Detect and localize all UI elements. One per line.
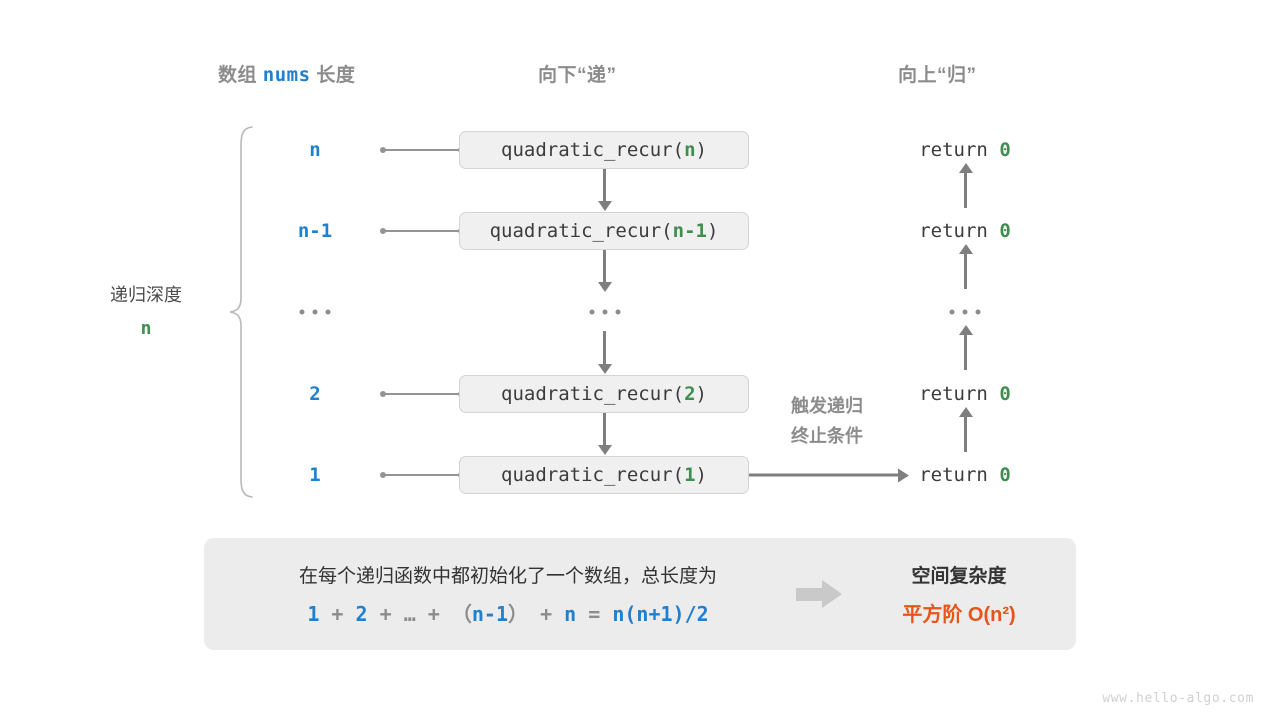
call-box-row-5[interactable]: quadratic_recur(1) — [459, 456, 749, 494]
connector-dot-left-row-2 — [380, 228, 386, 234]
call-text-prefix-row-1: quadratic_recur( — [501, 139, 685, 161]
call-arg-row-2: n-1 — [672, 220, 707, 242]
call-text-prefix-row-5: quadratic_recur( — [501, 464, 685, 486]
up-arrow-4-to-ellipsis — [964, 334, 967, 370]
connector-row-5 — [382, 474, 462, 476]
return-value-row-2: 0 — [999, 220, 1011, 242]
array-length-row-1: n — [309, 139, 321, 161]
call-box-row-2[interactable]: quadratic_recur(n-1) — [459, 212, 749, 250]
recursion-depth-value: n — [140, 318, 152, 339]
summary-description: 在每个递归函数中都初始化了一个数组，总长度为 — [298, 566, 717, 587]
return-value-row-4: 0 — [999, 383, 1011, 405]
return-row-2: return 0 — [885, 220, 1045, 242]
array-length-row-2: n-1 — [297, 220, 333, 242]
formula-term-4: n — [564, 602, 577, 626]
summary-panel: 在每个递归函数中都初始化了一个数组，总长度为 1 + 2 + … + （n-1）… — [204, 538, 1076, 650]
call-text-suffix-row-2: ) — [706, 220, 719, 242]
up-arrow-5-to-4 — [964, 416, 967, 452]
formula-op-4: + — [540, 602, 553, 626]
call-text-suffix-row-4: ) — [695, 383, 707, 405]
call-arg-row-5: 1 — [684, 464, 696, 486]
up-arrow-ellipsis-to-2 — [964, 253, 967, 289]
column-header-return-up: 向上“归” — [898, 65, 977, 86]
return-value-row-5: 0 — [999, 464, 1011, 486]
down-arrow-1-to-2 — [603, 169, 606, 202]
depth-brace — [228, 126, 254, 503]
down-arrow-2-to-ellipsis — [603, 250, 606, 283]
array-length-ellipsis — [299, 309, 331, 315]
space-complexity-title: 空间复杂度 — [911, 566, 1007, 587]
connector-dot-left-row-5 — [380, 472, 386, 478]
formula-equals: = — [588, 602, 601, 626]
summary-right-block: 空间复杂度 平方阶 O(n²) — [842, 561, 1076, 627]
return-keyword-row-4: return — [919, 383, 1000, 405]
down-arrow-ellipsis-to-4 — [603, 331, 606, 365]
call-text-prefix-row-4: quadratic_recur( — [501, 383, 685, 405]
formula-op-2: + — [379, 602, 392, 626]
call-arg-row-4: 2 — [684, 383, 696, 405]
return-keyword-row-2: return — [919, 220, 1000, 242]
trigger-termination-note: 触发递归 终止条件 — [757, 392, 897, 451]
formula-right-paren: ） — [508, 602, 529, 626]
header-array-prefix: 数组 — [218, 65, 258, 86]
array-length-row-4: 2 — [309, 383, 321, 405]
formula-op-1: + — [331, 602, 344, 626]
connector-row-1 — [382, 149, 462, 151]
formula-left-paren: （ — [451, 602, 472, 626]
formula-ellipsis: … — [403, 602, 416, 626]
connector-row-4 — [382, 393, 462, 395]
down-arrow-4-to-5 — [603, 413, 606, 446]
column-header-array-length: 数组 nums 长度 — [218, 60, 355, 87]
call-text-suffix-row-1: ) — [695, 139, 707, 161]
array-length-row-5: 1 — [309, 464, 321, 486]
column-header-recurse-down: 向下“递” — [538, 65, 617, 86]
formula-result: n(n+1)/2 — [612, 602, 709, 626]
base-case-arrow — [749, 473, 899, 477]
call-text-suffix-row-5: ) — [695, 464, 707, 486]
summary-formula: 1 + 2 + … + （n-1） + n = n(n+1)/2 — [307, 598, 708, 627]
implies-arrow-icon — [796, 580, 842, 608]
formula-op-3: + — [427, 602, 440, 626]
recursion-depth-label: 递归深度 — [110, 285, 182, 305]
connector-dot-left-row-1 — [380, 147, 386, 153]
connector-row-2 — [382, 230, 462, 232]
trigger-note-line-2: 终止条件 — [791, 425, 863, 446]
return-row-1: return 0 — [885, 139, 1045, 161]
formula-term-1: 1 — [307, 602, 320, 626]
call-box-row-4[interactable]: quadratic_recur(2) — [459, 375, 749, 413]
call-box-row-1[interactable]: quadratic_recur(n) — [459, 131, 749, 169]
call-box-ellipsis — [589, 309, 621, 315]
header-array-code: nums — [262, 64, 311, 86]
return-value-row-1: 0 — [999, 139, 1011, 161]
up-arrow-2-to-1 — [964, 172, 967, 208]
return-keyword-row-1: return — [919, 139, 1000, 161]
header-array-suffix: 长度 — [316, 65, 356, 86]
trigger-note-line-1: 触发递归 — [791, 396, 863, 416]
return-keyword-row-5: return — [919, 464, 1000, 486]
call-text-prefix-row-2: quadratic_recur( — [489, 220, 673, 242]
formula-term-3: n-1 — [471, 602, 509, 626]
return-row-4: return 0 — [885, 383, 1045, 405]
call-arg-row-1: n — [684, 139, 696, 161]
summary-left-block: 在每个递归函数中都初始化了一个数组，总长度为 1 + 2 + … + （n-1）… — [204, 561, 782, 627]
watermark: www.hello-algo.com — [1102, 691, 1254, 706]
connector-dot-left-row-4 — [380, 391, 386, 397]
space-complexity-value: 平方阶 O(n²) — [902, 604, 1016, 626]
return-row-5: return 0 — [885, 464, 1045, 486]
formula-term-2: 2 — [355, 602, 368, 626]
return-ellipsis — [949, 309, 981, 315]
